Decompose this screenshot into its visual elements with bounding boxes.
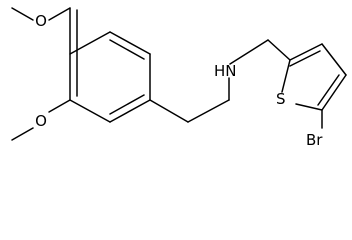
methyl-bond-top (11, 7, 34, 21)
chemical-structure-diagram: O O HN S Br (11, 7, 347, 149)
methoxy-group-top (11, 7, 71, 21)
ethyl-linker (149, 77, 230, 123)
ring-bond (321, 43, 347, 76)
o-ring-bond-bottom (48, 99, 71, 113)
atom-label-o-top: O (35, 12, 47, 30)
ring-bond (289, 50, 321, 67)
chain-bond (149, 99, 189, 123)
chain-bond (187, 99, 230, 123)
o-ring-bond-top (48, 7, 71, 21)
ring-bond (109, 99, 151, 123)
ring-bond (69, 31, 111, 55)
ring-bond (109, 31, 151, 55)
benzene-ring (69, 7, 151, 123)
atom-label-o-bottom: O (35, 112, 47, 130)
methyl-bond-bottom (11, 127, 34, 141)
chain-bond (267, 39, 291, 61)
ring-bond (109, 39, 145, 60)
ring-bond (295, 103, 323, 111)
methylene-linker (229, 39, 291, 65)
ring-bond (289, 43, 323, 61)
ring-bond (69, 99, 111, 123)
ring-bond (281, 59, 291, 93)
atom-label-thiophene-s: S (276, 90, 286, 108)
ring-bond (321, 74, 347, 111)
chain-bond (229, 39, 269, 65)
ring-bond (109, 94, 145, 115)
thiophene-ring (281, 43, 347, 111)
atom-label-amine-nh: HN (214, 62, 237, 80)
methoxy-group-bottom (11, 99, 71, 141)
ring-bond (317, 74, 340, 106)
atom-label-bromo: Br (306, 131, 323, 149)
